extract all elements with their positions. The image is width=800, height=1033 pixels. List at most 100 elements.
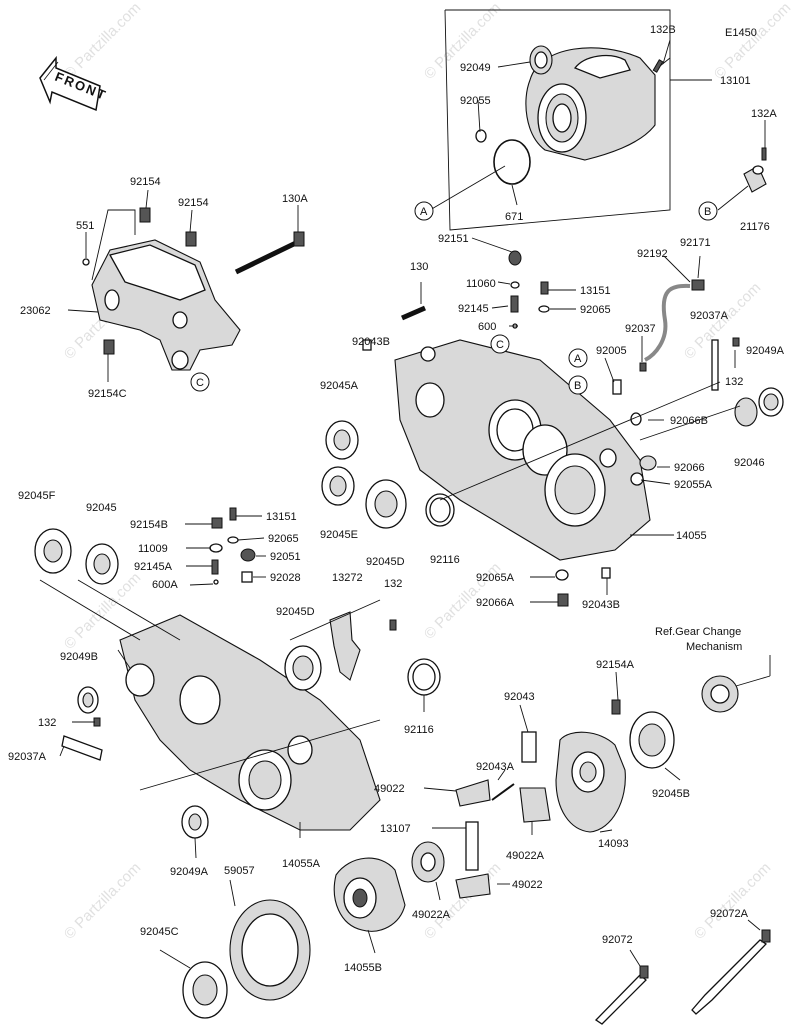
part-label: 92045	[86, 502, 117, 514]
part-label: 92045D	[366, 556, 405, 568]
ref-note-line2: Mechanism	[686, 641, 742, 653]
part-label: 92043B	[582, 599, 620, 611]
part-label: A	[574, 353, 582, 365]
part-label: 132	[725, 376, 743, 388]
part-label: A	[420, 206, 428, 218]
part-label: 92116	[430, 554, 460, 566]
part-label: 92045D	[276, 606, 315, 618]
part-label: 130A	[282, 193, 308, 205]
ref-note-line1: Ref.Gear Change	[655, 626, 741, 638]
diagram-code: E1450	[725, 27, 757, 39]
part-label: 21176	[740, 221, 770, 233]
leader-lines	[39, 39, 771, 969]
part-label: 92045A	[320, 380, 359, 392]
upper-housing-assembly	[444, 9, 671, 231]
part-label: 92043B	[352, 336, 390, 348]
part-label: 92066A	[476, 597, 515, 609]
part-label: 92145	[458, 303, 489, 315]
part-label: 92116	[404, 724, 434, 736]
part-label: 92154A	[596, 659, 635, 671]
part-label: 13151	[580, 285, 611, 297]
part-label: 49022	[374, 783, 405, 795]
part-label: 671	[505, 211, 523, 223]
part-label: 92051	[270, 551, 301, 563]
ref-note: Ref.Gear Change Mechanism	[655, 626, 771, 676]
part-label: 132	[384, 578, 402, 590]
part-label: 92072	[602, 934, 633, 946]
watermark-text: © Partzilla.com	[711, 0, 794, 83]
part-label: 132A	[751, 108, 777, 120]
part-label: 92045F	[18, 490, 56, 502]
part-label: 49022	[512, 879, 543, 891]
part-label: 92045C	[140, 926, 179, 938]
part-label: 92045B	[652, 788, 690, 800]
callout-c	[490, 334, 510, 354]
part-labels: 132B E1450 92049 13101 92055 132A A 671 …	[8, 24, 785, 974]
part-label: 92049B	[60, 651, 98, 663]
callout-a	[568, 348, 588, 368]
part-label: 92151	[438, 233, 469, 245]
part-label: 92037A	[690, 310, 729, 322]
part-label: 92066B	[670, 415, 708, 427]
part-label: 92145A	[134, 561, 173, 573]
part-label: C	[496, 339, 504, 351]
part-label: 11060	[466, 278, 496, 290]
part-label: 92049	[460, 62, 491, 74]
watermark-text: © Partzilla.com	[61, 859, 144, 942]
part-label: 14093	[598, 838, 629, 850]
callout-b	[698, 201, 718, 221]
part-label: 59057	[224, 865, 255, 877]
part-label: 92154C	[88, 388, 127, 400]
part-label: 132B	[650, 24, 676, 36]
part-label: 92055A	[674, 479, 713, 491]
part-label: 92049A	[170, 866, 209, 878]
part-label: 92046	[734, 457, 765, 469]
part-label: 92154	[178, 197, 209, 209]
part-label: 92037	[625, 323, 656, 335]
sensor-21176	[743, 147, 767, 193]
case-14055	[362, 250, 784, 607]
bracket-23062	[82, 207, 305, 371]
part-label: 92154B	[130, 519, 168, 531]
part-label: 92028	[270, 572, 301, 584]
differential-assembly	[182, 675, 771, 1025]
part-label: 14055B	[344, 962, 382, 974]
part-label: 132	[38, 717, 56, 729]
part-label: 600	[478, 321, 496, 333]
part-label: 92065A	[476, 572, 515, 584]
part-label: 11009	[138, 543, 168, 555]
part-label: 600A	[152, 579, 178, 591]
part-label: 92171	[680, 237, 711, 249]
part-label: 13151	[266, 511, 297, 523]
part-label: 13107	[380, 823, 411, 835]
part-label: 92055	[460, 95, 491, 107]
part-label: 14055A	[282, 858, 321, 870]
part-label: B	[574, 380, 581, 392]
bearings-center	[321, 420, 455, 529]
part-label: 23062	[20, 305, 51, 317]
part-label: 92065	[268, 533, 299, 545]
part-label: 49022A	[506, 850, 545, 862]
watermark-text: © Partzilla.com	[61, 0, 144, 83]
callout-circles	[190, 201, 718, 395]
part-label: 92065	[580, 304, 611, 316]
part-label: 13101	[720, 75, 751, 87]
part-label: B	[704, 206, 711, 218]
part-label: 92072A	[710, 908, 749, 920]
part-label: 92049A	[746, 345, 785, 357]
part-label: 92066	[674, 462, 705, 474]
part-label: 49022A	[412, 909, 451, 921]
callout-c	[190, 372, 210, 392]
callout-a	[414, 201, 434, 221]
part-label: 92043	[504, 691, 535, 703]
part-label: 14055	[676, 530, 707, 542]
callout-b	[568, 375, 588, 395]
part-label: 92005	[596, 345, 627, 357]
part-label: 92192	[637, 248, 668, 260]
case-14055A	[34, 507, 441, 839]
part-label: 92045E	[320, 529, 358, 541]
part-label: 92043A	[476, 761, 515, 773]
part-label: C	[196, 377, 204, 389]
